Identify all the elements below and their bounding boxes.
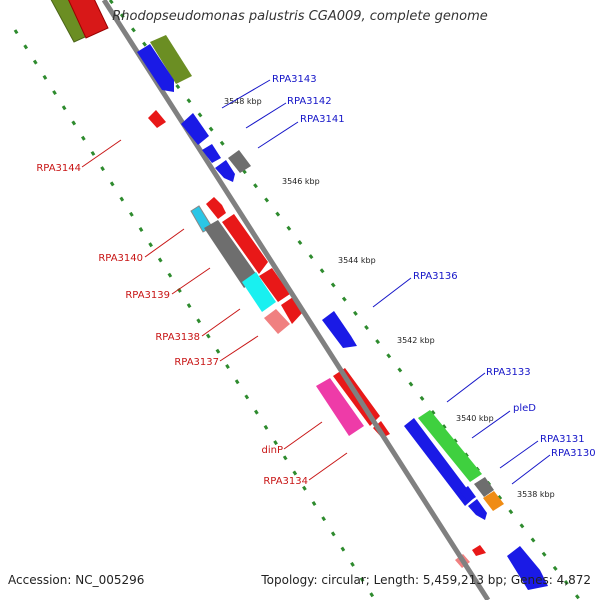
gene-arrow[interactable] <box>483 491 504 511</box>
gene-label[interactable]: RPA3130 <box>551 448 596 459</box>
leader-line <box>499 440 539 469</box>
leader-line <box>446 372 486 403</box>
gene-label[interactable]: RPA3138 <box>155 332 200 343</box>
gene-arrow[interactable] <box>474 477 494 497</box>
gene-arrow[interactable] <box>202 144 221 163</box>
gene-label[interactable]: RPA3137 <box>174 357 219 368</box>
gene-label[interactable]: RPA3143 <box>272 74 317 85</box>
leader-line <box>308 452 348 481</box>
gene-arrow[interactable] <box>418 410 482 482</box>
gene-arrow[interactable] <box>206 197 226 219</box>
gene-arrow[interactable] <box>204 220 259 288</box>
leader-line <box>219 335 259 362</box>
gene-arrow[interactable] <box>259 268 290 302</box>
gene-label[interactable]: RPA3142 <box>287 96 332 107</box>
gene-label[interactable]: RPA3136 <box>413 271 458 282</box>
gene-label[interactable]: RPA3134 <box>263 476 308 487</box>
tick-rail-outer-left <box>13 29 377 601</box>
leader-line <box>372 277 412 308</box>
leader-lines <box>81 79 551 485</box>
gene-arrow[interactable] <box>507 546 548 590</box>
gene-arrow[interactable] <box>215 160 235 182</box>
scale-labels: 3548 kbp 3546 kbp 3544 kbp 3542 kbp 3540… <box>224 97 555 499</box>
gene-label[interactable]: pleD <box>513 403 536 414</box>
gene-arrow[interactable] <box>264 309 290 334</box>
gene-track-forward <box>137 35 548 590</box>
leader-line <box>511 454 551 485</box>
accession-text: Accession: NC_005296 <box>8 573 145 587</box>
gene-label[interactable]: RPA3133 <box>486 367 531 378</box>
scale-label: 3538 kbp <box>517 490 555 499</box>
scale-label: 3544 kbp <box>338 256 376 265</box>
scale-label: 3546 kbp <box>282 177 320 186</box>
gene-arrow[interactable] <box>228 150 251 173</box>
gene-arrow[interactable] <box>322 311 357 348</box>
gene-arrow[interactable] <box>137 44 174 92</box>
gene-arrow[interactable] <box>222 214 268 274</box>
leader-line <box>257 121 299 149</box>
reverse-gene-labels: RPA3144 RPA3140 RPA3139 RPA3138 RPA3137 … <box>36 163 308 487</box>
leader-line <box>283 421 323 450</box>
leader-line <box>81 139 122 168</box>
gene-arrow[interactable] <box>64 0 109 39</box>
gene-label[interactable]: RPA3139 <box>125 290 170 301</box>
gene-arrow[interactable] <box>181 113 209 145</box>
gene-label[interactable]: RPA3131 <box>540 434 585 445</box>
gene-label[interactable]: RPA3140 <box>98 253 143 264</box>
gene-arrow[interactable] <box>404 418 474 506</box>
gene-label[interactable]: RPA3144 <box>36 163 81 174</box>
topology-text: Topology: circular; Length: 5,459,213 bp… <box>261 573 591 587</box>
leader-line <box>245 102 287 129</box>
genome-backbone <box>101 0 491 602</box>
forward-gene-labels: RPA3143 RPA3142 RPA3141 RPA3136 RPA3133 … <box>272 74 596 459</box>
gene-arrow[interactable] <box>316 378 364 436</box>
gene-label[interactable]: RPA3141 <box>300 114 345 125</box>
tick-rails <box>13 0 582 601</box>
gene-arrow[interactable] <box>460 486 476 502</box>
map-title: Rhodopseudomonas palustris CGA009, compl… <box>112 9 488 24</box>
leader-line <box>221 79 271 109</box>
gene-label[interactable]: dinP <box>262 445 284 456</box>
gene-arrow[interactable] <box>148 110 166 128</box>
scale-label: 3548 kbp <box>224 97 262 106</box>
leader-line <box>471 410 511 439</box>
gene-arrow[interactable] <box>242 272 276 312</box>
gene-arrow[interactable] <box>472 545 486 556</box>
gene-arrow[interactable] <box>468 499 487 520</box>
leader-line <box>144 228 185 258</box>
gene-arrow[interactable] <box>150 35 192 84</box>
tick-rail-outer-right <box>108 0 582 601</box>
gene-track-reverse <box>50 0 486 568</box>
scale-label: 3542 kbp <box>397 336 435 345</box>
scale-label: 3540 kbp <box>456 414 494 423</box>
leader-line <box>171 267 211 295</box>
leader-line <box>201 308 241 337</box>
